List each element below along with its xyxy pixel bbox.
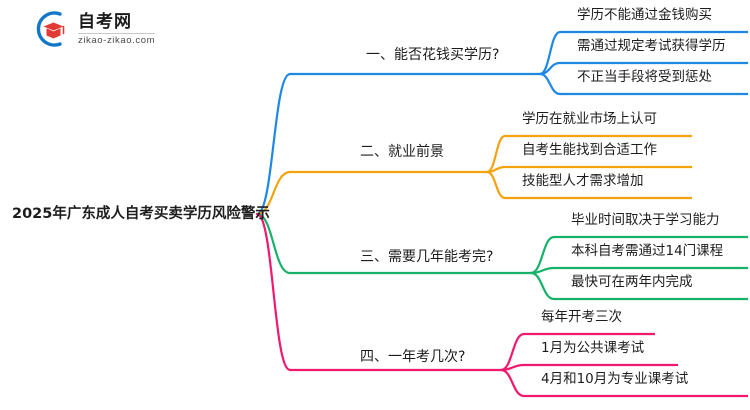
branch-3-leaf-2-label: 本科自考需通过14门课程 — [571, 243, 724, 259]
logo-divider — [78, 33, 156, 34]
mindmap-root-label: 2025年广东成人自考买卖学历风险警示 — [12, 206, 270, 222]
branch-3-stem — [255, 212, 292, 275]
branch-4-leaf-3-label: 4月和10月为专业课考试 — [541, 371, 689, 387]
branch-2-leaf-3-label: 技能型人才需求增加 — [522, 173, 644, 189]
logo-site-name: 自考网 — [78, 12, 132, 32]
branch-4-leaf-1-label: 每年开考三次 — [541, 309, 622, 325]
branch-3-leaf-1-label: 毕业时间取决于学习能力 — [571, 212, 720, 228]
branch-1-leaf-3-label: 不正当手段将受到惩处 — [577, 69, 712, 85]
logo-site-url: zikao-zikao.com — [78, 35, 156, 46]
graduation-cap-icon — [36, 11, 65, 47]
branch-2-leaf-3-connector — [485, 170, 507, 200]
branch-4-leaf-3-connector — [499, 368, 526, 398]
branch-3-leaf-3-label: 最快可在两年内完成 — [571, 274, 693, 290]
branch-2-stem — [255, 170, 292, 216]
branch-4-label: 四、一年考几次? — [360, 349, 466, 365]
branch-3-label: 三、需要几年能考完? — [360, 249, 494, 265]
branch-4-stem — [255, 212, 292, 372]
site-logo: 自考网 zikao-zikao.com — [30, 8, 200, 50]
logo-text-block: 自考网 zikao-zikao.com — [78, 12, 156, 46]
branch-2-leaf-1-label: 学历在就业市场上认可 — [522, 111, 657, 127]
branch-1-leaf-1-label: 学历不能通过金钱购买 — [577, 7, 712, 23]
branch-3-leaf-3-connector — [529, 271, 556, 301]
branch-1-label: 一、能否花钱买学历? — [366, 47, 500, 63]
branch-4-leaf-2-label: 1月为公共课考试 — [541, 340, 645, 356]
branch-1-leaf-3-connector — [538, 72, 562, 96]
mindmap-connectors — [255, 30, 748, 398]
branch-1-stem — [255, 72, 292, 216]
branch-1-leaf-2-connector — [538, 61, 562, 76]
branch-2-label: 二、就业前景 — [360, 144, 444, 160]
branch-1-leaf-2-label: 需通过规定考试获得学历 — [577, 38, 726, 54]
branch-2-leaf-2-label: 自考生能找到合适工作 — [522, 142, 657, 158]
